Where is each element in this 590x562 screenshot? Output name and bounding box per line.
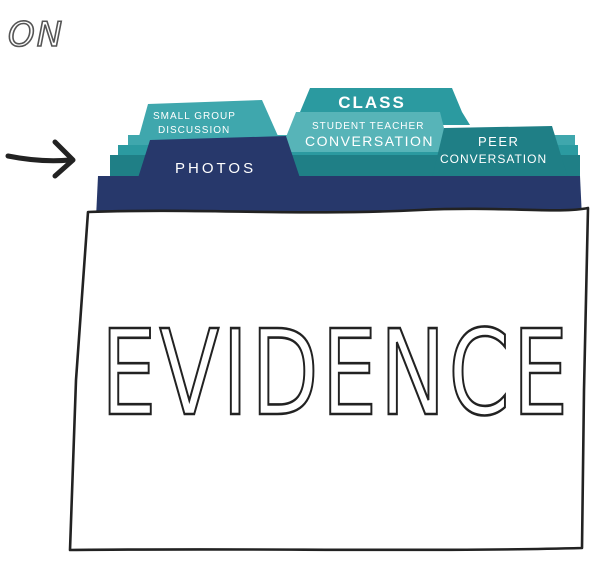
tab-peer-conversation: PEER CONVERSATION xyxy=(432,126,568,178)
tab-student-teacher-conversation: STUDENT TEACHER CONVERSATION xyxy=(280,112,450,152)
tab-photos-label: PHOTOS xyxy=(175,160,256,177)
tab-small-group-discussion: SMALL GROUP DISCUSSION xyxy=(138,100,278,140)
tab-small-group-label-line1: SMALL GROUP xyxy=(153,111,236,122)
tab-class-label: CLASS xyxy=(338,93,406,112)
evidence-label: EVIDENCE xyxy=(101,304,571,442)
on-label: ON xyxy=(8,15,64,55)
tab-peer-label-line1: PEER xyxy=(478,134,519,149)
photos-card-body xyxy=(96,176,582,218)
tab-peer-label-line2: CONVERSATION xyxy=(440,152,547,166)
tab-student-teacher-label-line2: CONVERSATION xyxy=(305,133,434,149)
tab-small-group-label-line2: DISCUSSION xyxy=(158,125,230,136)
arrow-right-icon xyxy=(5,139,76,179)
evidence-folder: EVIDENCE xyxy=(68,206,590,552)
tab-photos: PHOTOS xyxy=(138,136,300,178)
tab-student-teacher-label-line1: STUDENT TEACHER xyxy=(312,121,424,132)
